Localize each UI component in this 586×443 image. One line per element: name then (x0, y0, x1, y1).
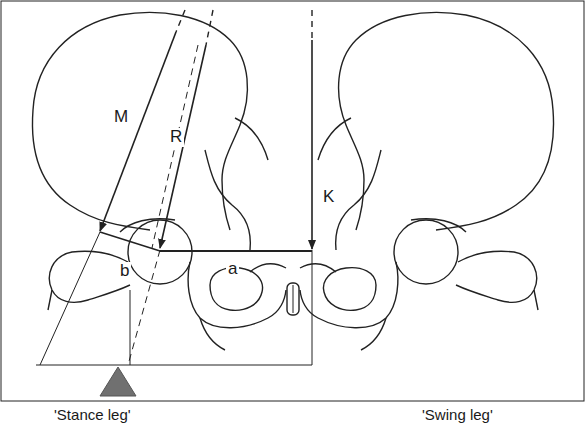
leg-caption: 'Swing leg' (420, 407, 495, 424)
lever-label: a (226, 260, 239, 279)
force-label: M (112, 108, 130, 127)
leg-caption: 'Stance leg' (52, 407, 133, 424)
lever-label: b (118, 262, 131, 281)
force-label: K (321, 188, 336, 207)
force-label: R (168, 128, 184, 147)
